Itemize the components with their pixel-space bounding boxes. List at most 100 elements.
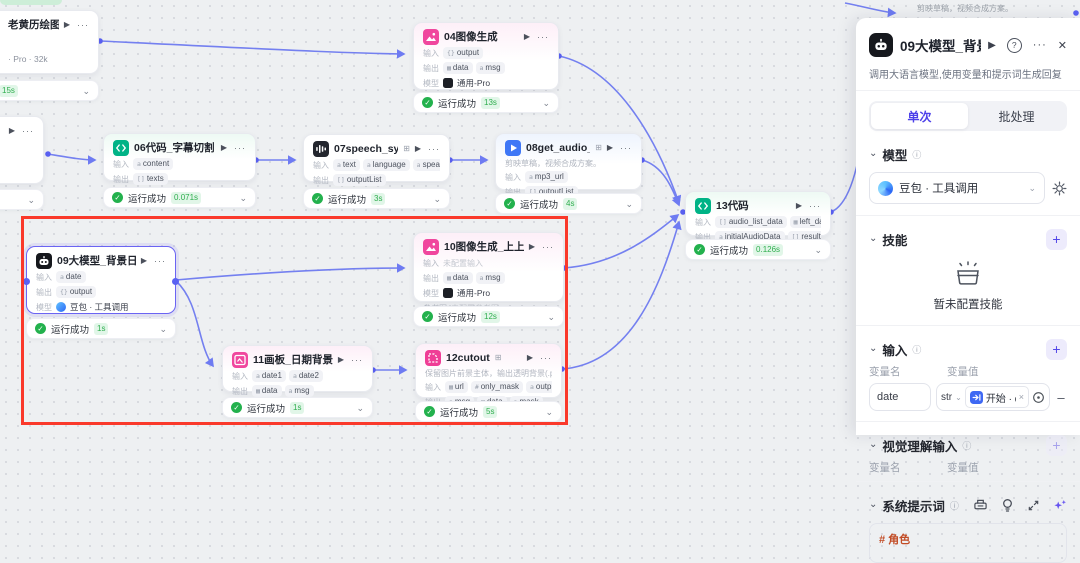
status-duration-badge: 3s	[371, 192, 386, 205]
prompt-library-icon[interactable]	[973, 498, 988, 512]
output-label: 输出	[423, 63, 439, 73]
node-13-code[interactable]: 13代码 ▶ ··· 输入[]audio_list_data▦left_date…	[685, 191, 831, 243]
run-node-button[interactable]: ▶	[795, 201, 802, 210]
tab-single[interactable]: 单次	[871, 103, 968, 129]
run-node-button[interactable]: ▶	[988, 39, 996, 51]
tab-batch[interactable]: 批处理	[998, 109, 1035, 124]
node-07-speech-synthesis[interactable]: 07speech_synthesis ⊞ ▶ ··· 输入atextalangu…	[303, 134, 450, 186]
node-menu-button[interactable]: ···	[428, 143, 440, 154]
expand-status-icon[interactable]: ⌄	[625, 198, 633, 209]
run-node-button[interactable]: ▶	[140, 256, 147, 265]
node-menu-button[interactable]: ···	[154, 255, 166, 266]
node-menu-button[interactable]: ···	[351, 354, 363, 365]
run-node-button[interactable]: ▶	[63, 20, 70, 29]
node-menu-button[interactable]: ···	[77, 19, 89, 30]
info-icon: ⓘ	[949, 500, 959, 511]
collapse-icon[interactable]: ⌄	[869, 499, 878, 510]
remove-row-button[interactable]: –	[1057, 389, 1065, 405]
collapse-icon[interactable]: ⌄	[869, 343, 878, 354]
node-status-bar[interactable]: ⌄	[0, 189, 44, 210]
system-prompt-editor[interactable]: # 角色	[869, 523, 1067, 563]
list-type-icon: []	[137, 175, 145, 183]
img-type-icon: ▦	[449, 383, 453, 391]
node-menu-button[interactable]: ···	[234, 142, 246, 153]
run-node-button[interactable]: ▶	[526, 353, 533, 362]
expand-status-icon[interactable]: ⌄	[159, 323, 167, 334]
expand-status-icon[interactable]: ⌄	[547, 311, 555, 322]
node-status-bar[interactable]: ✓ 运行成功 4s ⌄	[495, 193, 642, 214]
ai-optimize-sparkle-icon[interactable]	[1053, 498, 1067, 512]
img-type-icon: ▦	[256, 387, 260, 395]
model-select[interactable]: 豆包 · 工具调用 ⌄	[869, 172, 1045, 204]
collapse-icon[interactable]: ⌄	[869, 439, 878, 450]
expand-status-icon[interactable]: ⌄	[356, 402, 364, 413]
node-menu-button[interactable]: ···	[809, 200, 821, 211]
node-status-bar[interactable]: ✓ 运行成功 3s ⌄	[303, 188, 450, 209]
expand-status-icon[interactable]: ⌄	[542, 97, 550, 108]
llm-icon	[36, 252, 52, 269]
node-12-cutout[interactable]: 12cutout ⊞ ▶ ··· 保留图片前景主体，输出透明背景(.png) 输…	[415, 343, 562, 408]
reference-value: 开始 · data	[985, 393, 1016, 405]
node-menu-button[interactable]: ···	[540, 352, 552, 363]
expand-status-icon[interactable]: ⌄	[27, 194, 35, 205]
add-skill-button[interactable]: +	[1046, 228, 1067, 250]
type-selector[interactable]: str	[941, 391, 953, 403]
close-panel-button[interactable]: ✕	[1057, 39, 1067, 52]
node-title: 11画板_日期背景大字	[253, 354, 333, 366]
run-node-button[interactable]: ▶	[528, 242, 535, 251]
run-node-button[interactable]: ▶	[606, 143, 613, 152]
variable-name-input[interactable]	[869, 383, 931, 411]
target-setting-icon[interactable]	[1032, 391, 1045, 404]
run-node-button[interactable]: ▶	[8, 126, 15, 135]
collapse-icon[interactable]: ⌄	[869, 233, 878, 244]
node-laohuangli-draw[interactable]: 老黄历绘图 ▶ ··· · Pro · 32k	[0, 10, 99, 74]
expand-status-icon[interactable]: ⌄	[82, 85, 90, 96]
expand-status-icon[interactable]: ⌄	[545, 406, 553, 417]
node-status-bar[interactable]: ✓ 运行成功 5s ⌄	[415, 401, 562, 422]
add-input-button[interactable]: +	[1046, 338, 1067, 360]
expand-status-icon[interactable]: ⌄	[814, 244, 822, 255]
node-status-bar[interactable]: ✓ 运行成功 1s ⌄	[26, 318, 176, 339]
node-menu-button[interactable]: ···	[537, 31, 549, 42]
node-menu-button[interactable]: ···	[22, 125, 34, 136]
model-settings-gear-icon[interactable]	[1052, 181, 1067, 196]
input-port[interactable]	[23, 278, 30, 285]
help-icon[interactable]: ?	[1006, 37, 1022, 53]
node-status-bar[interactable]: ✓ 运行成功 0.126s ⌄	[685, 239, 831, 260]
node-partial-left[interactable]: ▶ ···	[0, 116, 44, 184]
node-menu-button[interactable]: ···	[542, 241, 554, 252]
run-node-button[interactable]: ▶	[523, 32, 530, 41]
panel-menu-button[interactable]: ···	[1032, 39, 1047, 51]
node-status-bar[interactable]: ✓ 运行成功 12s ⌄	[413, 306, 564, 327]
node-08-get-audio-duration[interactable]: 08get_audio_duration ⊞ ▶ ··· 剪映草稿，视频合成方案…	[495, 133, 642, 198]
img-type-icon: ▦	[447, 64, 451, 72]
node-status-bar[interactable]: 15s ⌄	[0, 80, 99, 101]
run-node-button[interactable]: ▶	[220, 143, 227, 152]
node-status-bar[interactable]: ✓ 运行成功 1s ⌄	[222, 397, 373, 418]
expand-status-icon[interactable]: ⌄	[433, 193, 441, 204]
node-title: 07speech_synthesis	[334, 142, 399, 155]
node-status-bar[interactable]: ✓ 运行成功 13s ⌄	[413, 92, 559, 113]
add-vision-input-button[interactable]: +	[1046, 434, 1067, 456]
node-menu-button[interactable]: ···	[620, 142, 632, 153]
variable-value-control[interactable]: str ⌄ 开始 · data ×	[936, 383, 1050, 411]
idea-bulb-icon[interactable]	[1001, 498, 1014, 513]
collapse-icon[interactable]: ⌄	[869, 148, 878, 159]
node-status-bar[interactable]: ✓ 运行成功 0.071s ⌄	[103, 187, 256, 208]
output-port[interactable]	[172, 278, 179, 285]
variable-reference-chip[interactable]: 开始 · data ×	[964, 386, 1029, 408]
run-node-button[interactable]: ▶	[414, 144, 421, 153]
run-node-button[interactable]: ▶	[337, 355, 344, 364]
remove-reference-icon[interactable]: ×	[1018, 392, 1024, 402]
expand-icon[interactable]	[1027, 499, 1040, 512]
expand-status-icon[interactable]: ⌄	[239, 192, 247, 203]
